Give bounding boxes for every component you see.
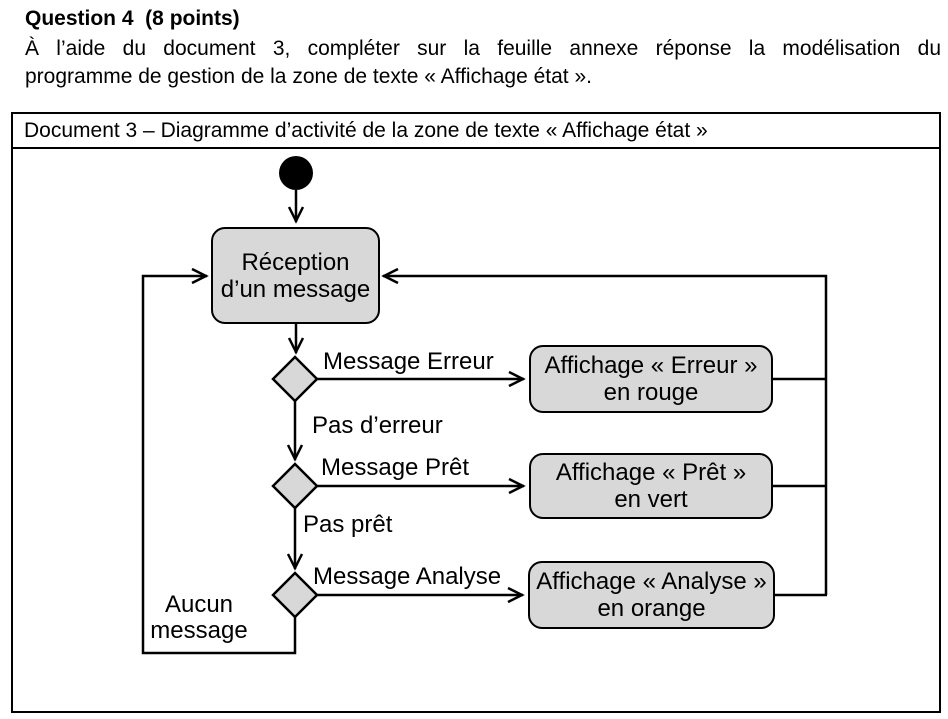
pret-label-line2: en vert [614,486,688,513]
guard-aucun-line1: Aucun [164,591,234,618]
pret-label-line1: Affichage « Prêt » [555,459,747,486]
question-body: À l’aide du document 3, compléter sur la… [25,35,941,91]
document-3-title: Document 3 – Diagramme d’activité de la … [13,114,939,149]
reception-label-line2: d’un message [220,275,371,303]
question-body-line2: programme de gestion de la zone de texte… [25,65,592,88]
activity-node-affichage-erreur: Affichage « Erreur » en rouge [529,345,773,413]
activity-node-affichage-analyse: Affichage « Analyse » en orange [528,561,775,629]
decision1-diamond [271,355,319,403]
activity-node-affichage-pret: Affichage « Prêt » en vert [529,453,773,519]
edge-aucun-message-loop [141,267,297,655]
guard-aucun-line2: message [150,617,248,644]
erreur-label-line1: Affichage « Erreur » [544,352,758,379]
question-body-line1: À l’aide du document 3, compléter sur la… [25,37,941,60]
guard-pas-pret: Pas prêt [303,511,393,538]
analyse-label-line1: Affichage « Analyse » [536,568,767,595]
decision2-diamond [271,462,319,510]
document-3-frame: Document 3 – Diagramme d’activité de la … [11,112,941,713]
activity-node-reception: Réception d’un message [211,227,380,324]
reception-label-line1: Réception [241,248,350,276]
decision3-diamond [271,571,319,619]
guard-pas-derreur: Pas d’erreur [312,412,443,439]
diagram-canvas [141,156,828,655]
guard-message-erreur: Message Erreur [323,348,494,375]
guard-aucun-message: Aucun message [141,592,257,644]
initial-state-node [279,156,313,190]
edge-return-rail [381,267,828,595]
question-heading: Question 4 (8 points) [25,7,240,30]
analyse-label-line2: en orange [597,595,706,622]
activity-diagram: Réception d’un message Affichage « Erreu… [13,149,939,711]
guard-message-pret: Message Prêt [321,454,470,481]
erreur-label-line2: en rouge [603,379,699,406]
guard-message-analyse: Message Analyse [313,563,502,590]
